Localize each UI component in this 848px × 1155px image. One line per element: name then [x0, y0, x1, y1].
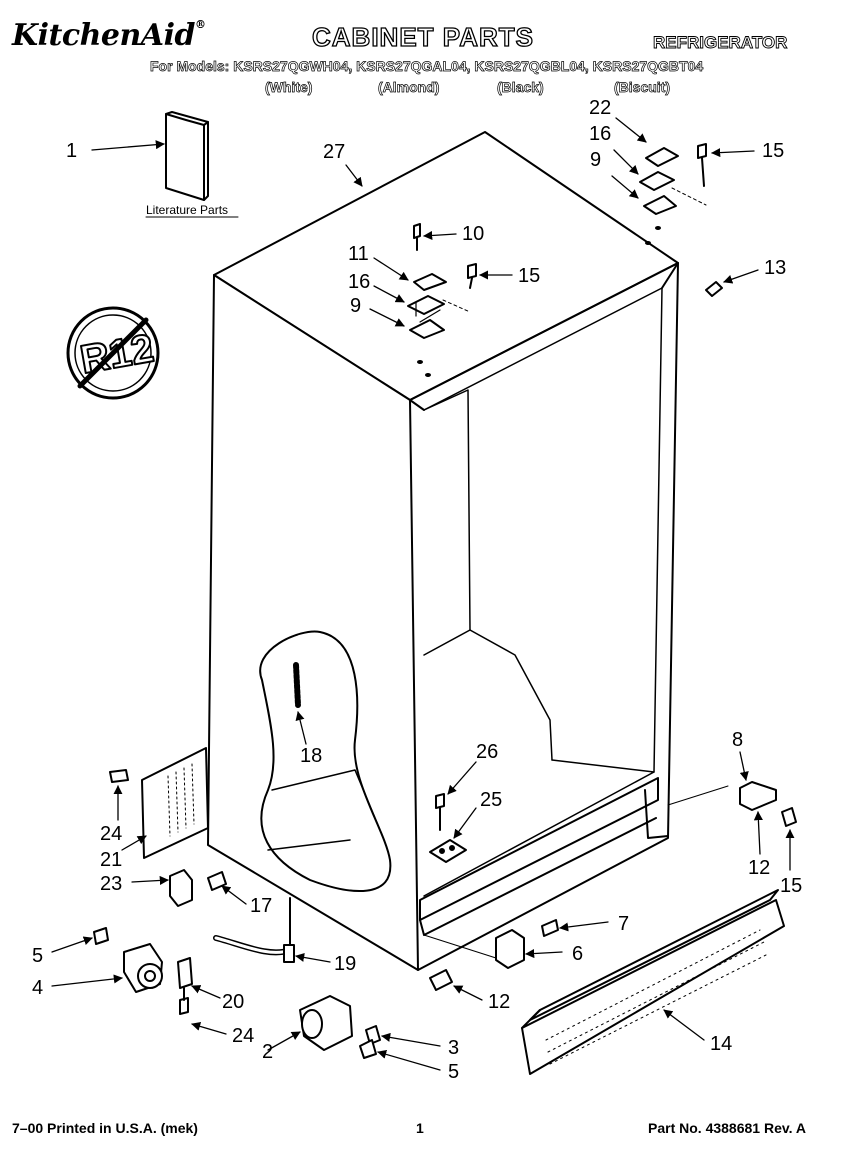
callout-12-right: 12 — [748, 857, 770, 879]
callout-5-left: 5 — [32, 945, 43, 967]
callout-21: 21 — [100, 849, 122, 871]
registered-mark-icon: ® — [194, 18, 206, 31]
callout-6: 6 — [572, 943, 583, 965]
toe-grille — [521, 889, 785, 1075]
callout-8: 8 — [732, 729, 743, 751]
roller-assembly — [93, 927, 163, 993]
callout-24-lower: 24 — [232, 1025, 254, 1047]
center-hinge-parts — [407, 223, 477, 339]
callout-17: 17 — [250, 895, 272, 917]
callout-2: 2 — [262, 1041, 273, 1063]
callout-25: 25 — [480, 789, 502, 811]
callout-26: 26 — [476, 741, 498, 763]
callout-7: 7 — [618, 913, 629, 935]
no-r12-symbol: R12 — [66, 306, 160, 400]
callout-11: 11 — [348, 243, 369, 265]
literature-parts-label: Literature Parts — [146, 203, 228, 217]
callout-19: 19 — [334, 953, 356, 975]
callout-1: 1 — [66, 140, 77, 162]
toe-grille-bracket — [423, 919, 559, 969]
water-tube — [213, 897, 295, 963]
category-label: REFRIGERATOR — [653, 33, 788, 53]
callout-16-center: 16 — [348, 271, 370, 293]
callout-9-top: 9 — [590, 149, 601, 171]
callout-24-left: 24 — [100, 823, 122, 845]
variant-black: (Black) — [497, 79, 544, 96]
top-hinge-parts — [639, 143, 707, 215]
hinge-holes — [417, 226, 661, 377]
variant-almond: (Almond) — [378, 79, 440, 96]
left-control-panel — [109, 747, 209, 859]
footer-part-number: Part No. 4388681 Rev. A — [648, 1120, 806, 1136]
variant-biscuit: (Biscuit) — [614, 79, 671, 96]
callout-18: 18 — [300, 745, 322, 767]
callout-9-center: 9 — [350, 295, 361, 317]
callout-5-lower: 5 — [448, 1061, 459, 1083]
right-side-bracket — [667, 781, 797, 827]
callout-16-top: 16 — [589, 123, 611, 145]
page-title: CABINET PARTS — [311, 21, 534, 52]
callout-27: 27 — [323, 141, 345, 163]
models-line: For Models: KSRS27QGWH04, KSRS27QGAL04, … — [150, 58, 704, 75]
leveling-bracket — [429, 793, 467, 863]
callout-14: 14 — [710, 1033, 732, 1055]
callout-15-right: 15 — [780, 875, 802, 897]
callout-3: 3 — [448, 1037, 459, 1059]
front-roller-assembly — [299, 995, 381, 1059]
variant-white: (White) — [265, 79, 313, 96]
callout-15-center: 15 — [518, 265, 540, 287]
callout-13: 13 — [764, 257, 786, 279]
callout-20: 20 — [222, 991, 244, 1013]
footer-page-number: 1 — [416, 1120, 424, 1136]
lower-hinge — [169, 869, 227, 907]
callout-4: 4 — [32, 977, 43, 999]
footer-print-info: 7–00 Printed in U.S.A. (mek) — [12, 1120, 198, 1136]
tube-clip — [177, 957, 193, 1015]
callout-10: 10 — [462, 223, 484, 245]
callout-15-top: 15 — [762, 140, 784, 162]
callout-numbers: 1 27 22 16 15 9 10 11 16 15 9 13 18 26 2… — [32, 97, 802, 1083]
callout-23: 23 — [100, 873, 122, 895]
callout-12-lower: 12 — [488, 991, 510, 1013]
part-13-clip — [705, 281, 723, 297]
lower-bracket-12 — [429, 969, 453, 991]
callout-leaders — [51, 117, 795, 1071]
callout-22: 22 — [589, 97, 611, 119]
cabinet-shell — [207, 131, 679, 971]
brand-logo: KitchenAid® — [12, 18, 206, 53]
literature-booklet — [165, 111, 209, 201]
brand-name: KitchenAid — [12, 18, 195, 53]
